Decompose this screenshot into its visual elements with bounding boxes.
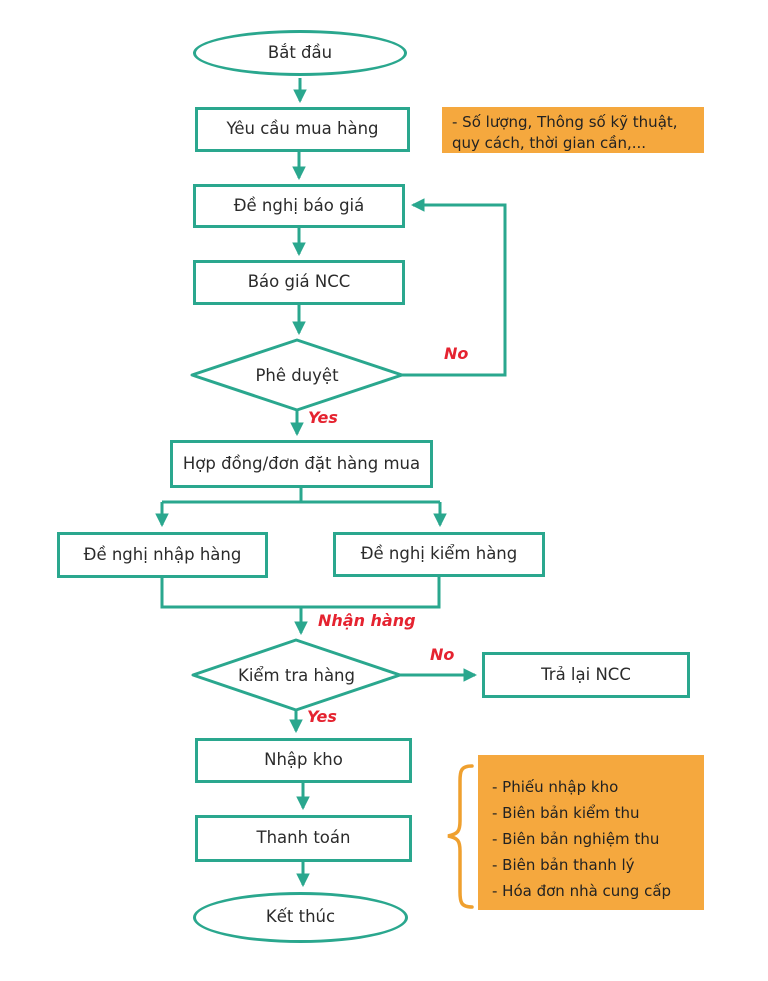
note-requirements: - Số lượng, Thông số kỹ thuật, quy cách,… xyxy=(442,107,704,153)
node-start: Bắt đầu xyxy=(193,30,407,76)
edge-label-approval-no: No xyxy=(444,344,469,363)
arrow-approval-no-loop xyxy=(402,198,507,377)
edge-label-approval-yes: Yes xyxy=(308,408,338,427)
node-supplier-quote: Báo giá NCC xyxy=(193,260,405,305)
node-stock-in: Nhập kho xyxy=(195,738,412,783)
edge-label-inspection-no: No xyxy=(430,645,455,664)
decision-approval-shape xyxy=(190,338,404,412)
note-documents-item: - Biên bản kiểm thu xyxy=(492,804,640,822)
note-documents: - Phiếu nhập kho - Biên bản kiểm thu - B… xyxy=(478,755,704,910)
decision-inspection-shape xyxy=(191,638,402,712)
node-payment: Thanh toán xyxy=(195,815,412,862)
node-contract: Hợp đồng/đơn đặt hàng mua xyxy=(170,440,433,488)
decision-inspection-label: Kiểm tra hàng xyxy=(238,665,355,685)
node-receive-request: Đề nghị nhập hàng xyxy=(57,532,268,578)
node-purchase-request: Yêu cầu mua hàng xyxy=(195,107,410,152)
note-documents-item: - Biên bản thanh lý xyxy=(492,856,635,874)
decision-approval-label: Phê duyệt xyxy=(255,365,339,385)
note-requirements-line2: quy cách, thời gian cần,... xyxy=(452,134,647,152)
brace xyxy=(447,764,474,909)
node-inspect-request: Đề nghị kiểm hàng xyxy=(333,532,545,577)
note-documents-item: - Biên bản nghiệm thu xyxy=(492,830,660,848)
node-quote-request: Đề nghị báo giá xyxy=(193,184,405,228)
node-return-supplier: Trả lại NCC xyxy=(482,652,690,698)
edge-label-receive-goods: Nhận hàng xyxy=(318,611,416,630)
node-end: Kết thúc xyxy=(193,892,408,943)
note-documents-item: - Hóa đơn nhà cung cấp xyxy=(492,882,672,900)
note-requirements-line1: - Số lượng, Thông số kỹ thuật, xyxy=(452,113,678,131)
edge-label-inspection-yes: Yes xyxy=(307,707,337,726)
note-documents-item: - Phiếu nhập kho xyxy=(492,778,619,796)
merge-bar xyxy=(160,577,441,609)
